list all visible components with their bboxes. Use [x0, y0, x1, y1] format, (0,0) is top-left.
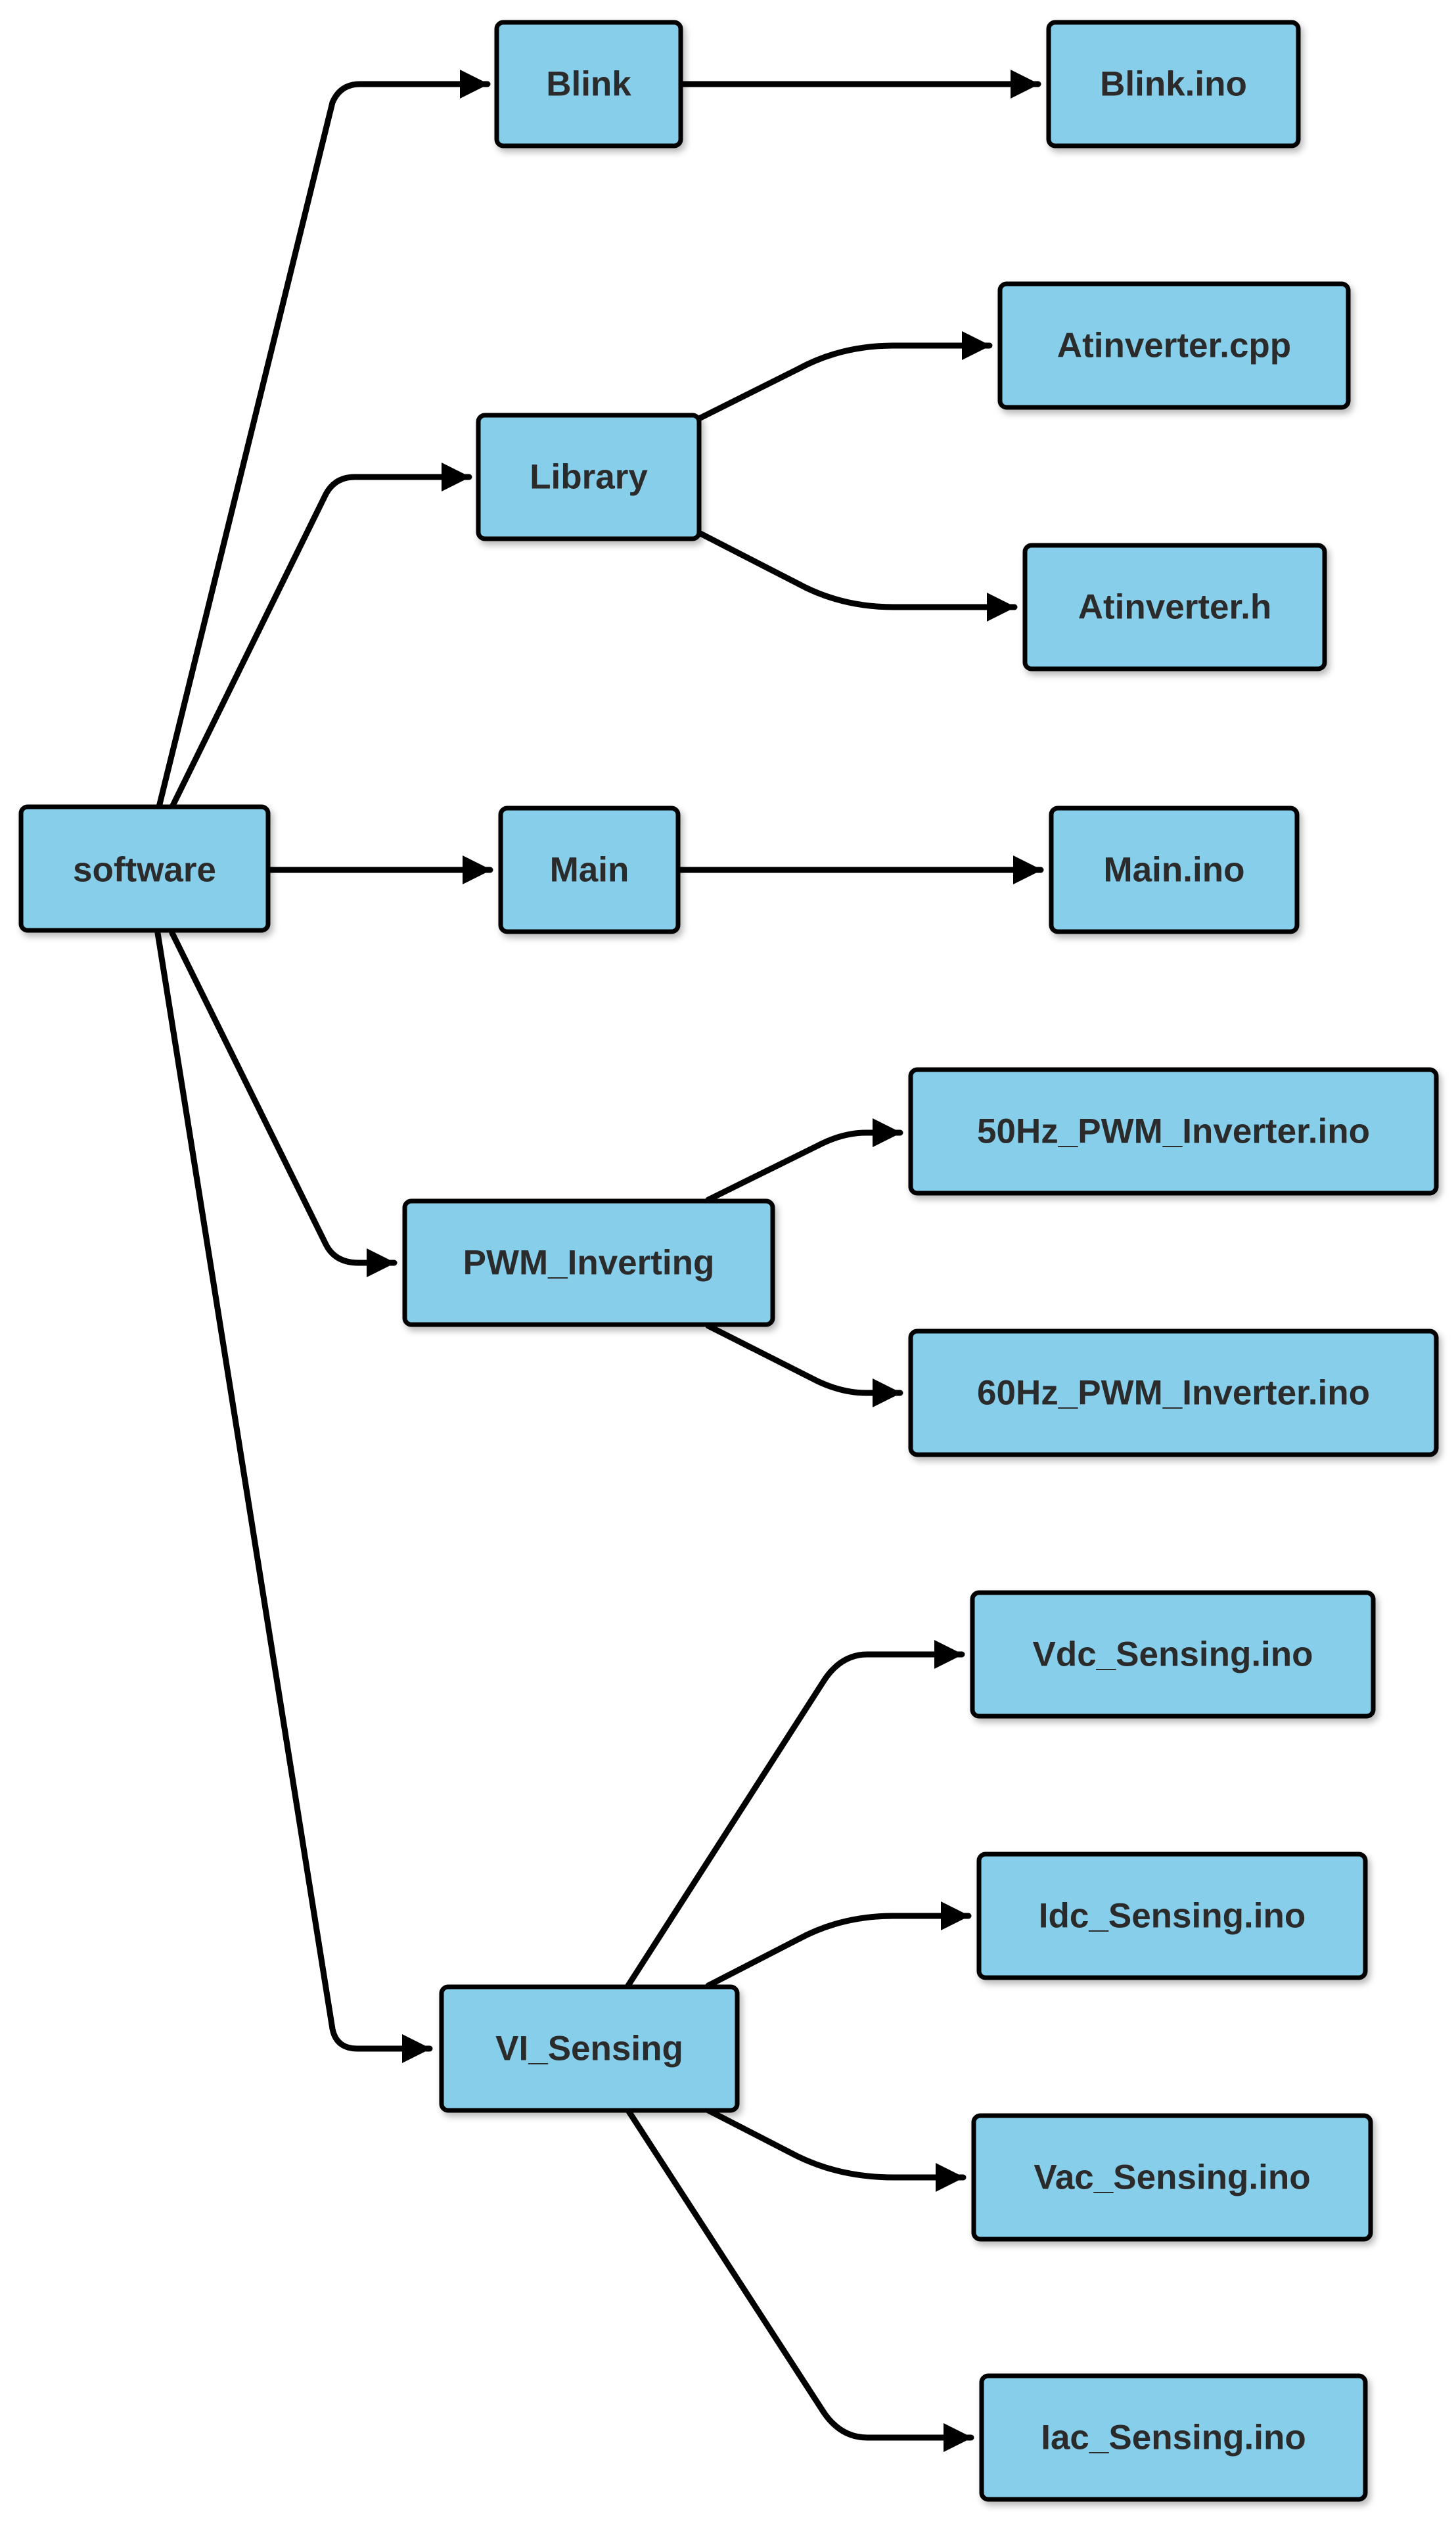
edge-vi-sensing-vac — [705, 2107, 967, 2192]
nodes-layer: software Blink Library Main PWM_Invertin… — [18, 20, 1439, 2502]
node-label: Library — [530, 458, 648, 497]
node-library: Library — [476, 413, 702, 541]
node-blink: Blink — [494, 20, 683, 148]
node-label: Blink.ino — [1100, 65, 1247, 104]
node-label: PWM_Inverting — [463, 1244, 715, 1283]
node-blink-ino: Blink.ino — [1046, 20, 1301, 148]
node-pwm-inverting: PWM_Inverting — [402, 1198, 775, 1327]
edge-library-atinverter-cpp — [697, 331, 993, 421]
node-label: Blink — [546, 65, 631, 104]
node-idc-sensing-ino: Idc_Sensing.ino — [976, 1852, 1368, 1980]
node-vdc-sensing-ino: Vdc_Sensing.ino — [970, 1590, 1376, 1719]
edge-software-library — [169, 463, 472, 810]
node-60hz-pwm-inverter-ino: 60Hz_PWM_Inverter.ino — [908, 1329, 1439, 1457]
node-vac-sensing-ino: Vac_Sensing.ino — [971, 2113, 1373, 2242]
node-label: Iac_Sensing.ino — [1041, 2419, 1306, 2457]
node-label: Main — [550, 851, 629, 890]
edges-layer — [154, 70, 1044, 2452]
node-label: Vdc_Sensing.ino — [1032, 1635, 1313, 1674]
node-main: Main — [498, 806, 681, 934]
node-label: VI_Sensing — [495, 2030, 683, 2068]
node-main-ino: Main.ino — [1049, 806, 1300, 934]
node-label: software — [73, 851, 216, 890]
node-label: 50Hz_PWM_Inverter.ino — [977, 1112, 1370, 1151]
node-label: Vac_Sensing.ino — [1034, 2158, 1310, 2197]
edge-software-vi-sensing — [154, 930, 433, 2063]
edge-library-atinverter-h — [697, 530, 1018, 622]
node-label: Idc_Sensing.ino — [1039, 1897, 1306, 1936]
edge-software-blink — [156, 70, 491, 810]
edge-software-pwm-inverting — [169, 930, 398, 1277]
node-iac-sensing-ino: Iac_Sensing.ino — [979, 2373, 1368, 2502]
edge-pwm-inverting-60hz — [705, 1323, 903, 1407]
node-50hz-pwm-inverter-ino: 50Hz_PWM_Inverter.ino — [908, 1067, 1439, 1196]
node-label: 60Hz_PWM_Inverter.ino — [977, 1374, 1370, 1413]
edge-vi-sensing-idc — [705, 1901, 972, 1989]
node-software: software — [18, 804, 271, 933]
edge-vi-sensing-vdc — [625, 1640, 965, 1989]
edge-vi-sensing-iac — [625, 2107, 974, 2452]
node-label: Atinverter.cpp — [1057, 327, 1291, 365]
node-atinverter-h: Atinverter.h — [1022, 543, 1327, 671]
node-label: Main.ino — [1104, 851, 1245, 890]
node-atinverter-cpp: Atinverter.cpp — [997, 281, 1351, 410]
node-vi-sensing: VI_Sensing — [439, 1984, 740, 2113]
edge-pwm-inverting-50hz — [705, 1118, 903, 1203]
node-label: Atinverter.h — [1078, 588, 1272, 627]
